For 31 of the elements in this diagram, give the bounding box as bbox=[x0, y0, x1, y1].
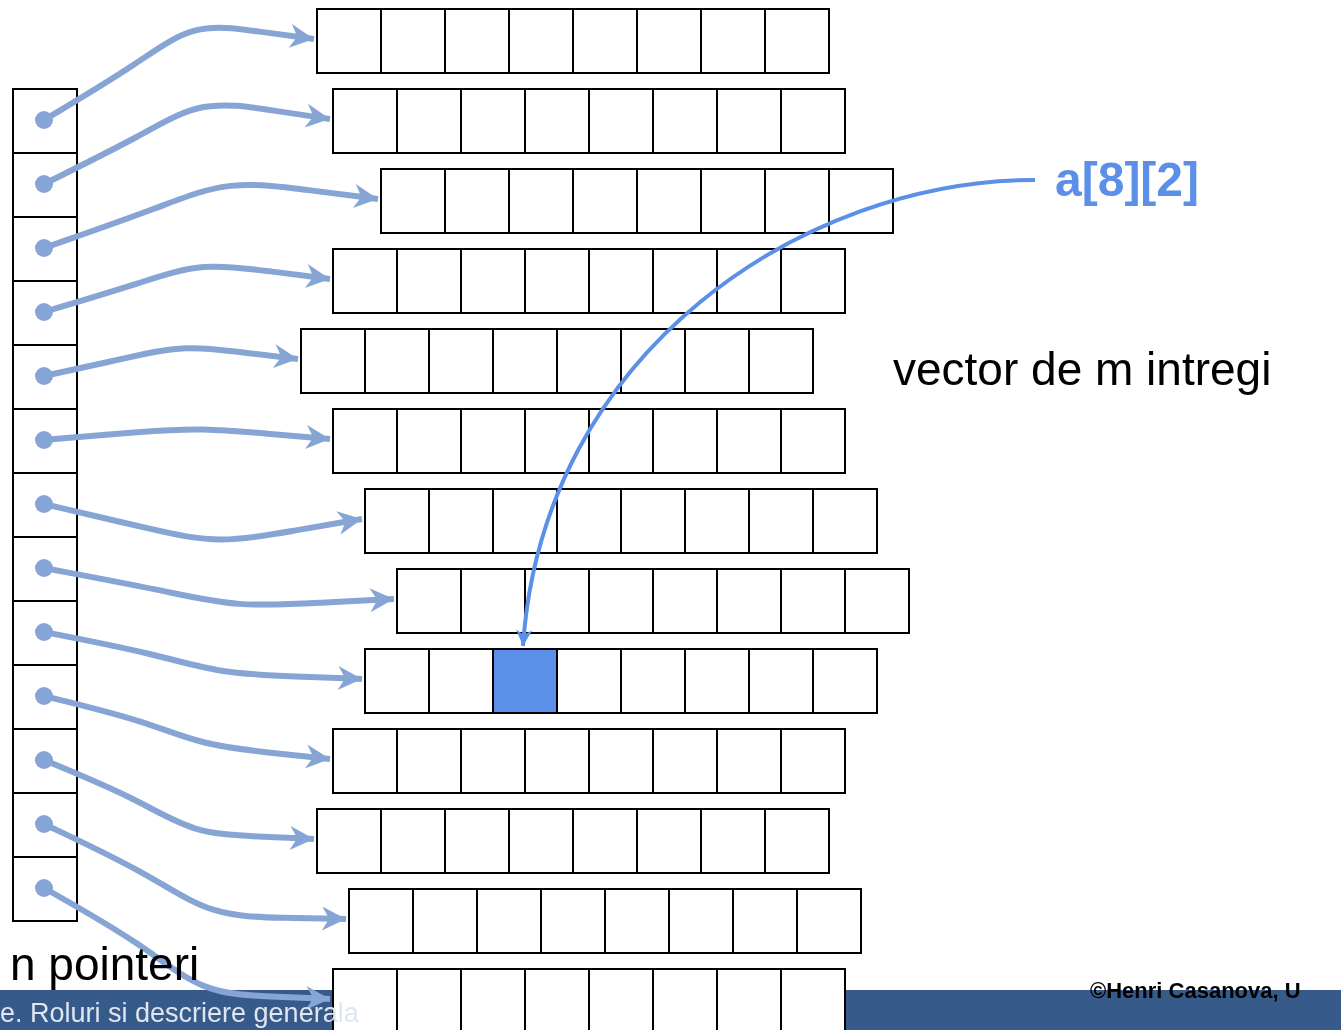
callout-arrow bbox=[517, 178, 1036, 647]
integer-array-row bbox=[300, 328, 814, 394]
integer-array-row bbox=[364, 648, 878, 714]
integer-array-row bbox=[332, 728, 846, 794]
pointer-arrow bbox=[35, 815, 347, 931]
integer-array-row bbox=[316, 808, 830, 874]
array-label: n pointeri bbox=[10, 938, 200, 991]
pointer-arrow bbox=[35, 263, 331, 321]
array-label: vector de m intregi bbox=[893, 343, 1272, 396]
pointer-arrow bbox=[35, 687, 331, 769]
pointer-arrow bbox=[35, 623, 363, 691]
integer-array-row bbox=[332, 88, 846, 154]
integer-array-row bbox=[332, 408, 846, 474]
pointer-arrow bbox=[35, 879, 331, 1010]
element-label: a[8][2] bbox=[1055, 150, 1225, 210]
pointer-arrow bbox=[35, 559, 395, 613]
pointer-cell bbox=[12, 856, 78, 922]
integer-array-row bbox=[332, 248, 846, 314]
pointer-arrow bbox=[35, 23, 315, 129]
pointer-arrow bbox=[35, 425, 331, 449]
pointer-arrow bbox=[35, 495, 363, 543]
integer-array-row bbox=[396, 568, 910, 634]
integer-array-row bbox=[316, 8, 830, 74]
integer-array-row bbox=[348, 888, 862, 954]
pointer-arrow bbox=[35, 344, 299, 385]
pointer-arrow bbox=[35, 751, 315, 850]
pointer-arrow bbox=[35, 181, 379, 257]
highlighted-cell bbox=[492, 648, 558, 714]
pointer-arrow bbox=[35, 102, 331, 193]
integer-array-row bbox=[380, 168, 894, 234]
integer-array-row bbox=[364, 488, 878, 554]
